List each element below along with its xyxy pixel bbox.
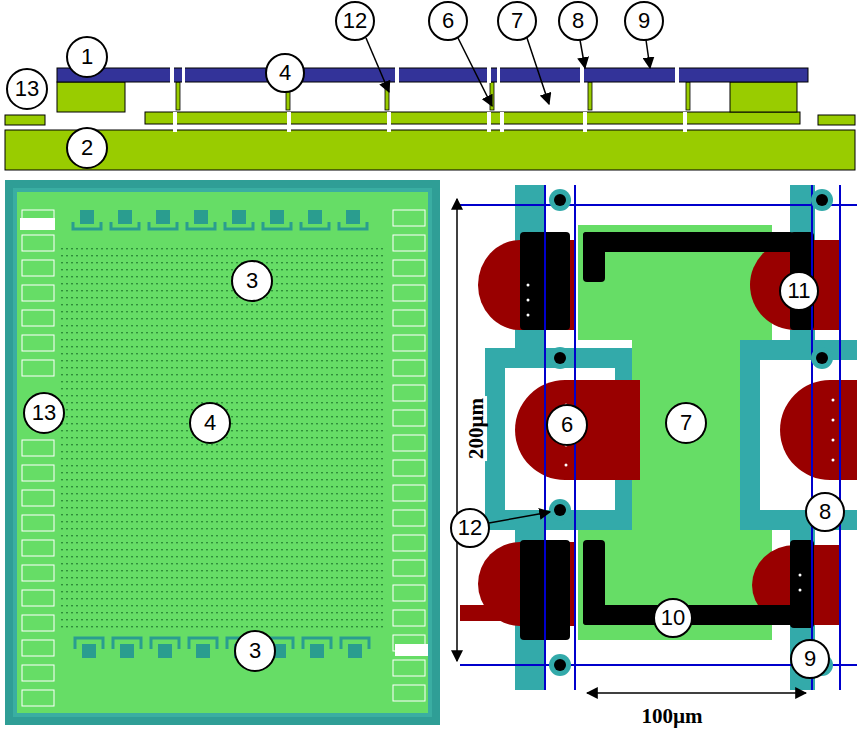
callout-number: 12 (450, 508, 490, 548)
callout-number: 4 (189, 402, 231, 444)
callout-number: 3 (231, 260, 273, 302)
dimension-label: 100µm (639, 706, 704, 727)
callout-label: 9 (804, 648, 816, 670)
callout-label: 8 (819, 501, 831, 523)
callout-label: 12 (343, 10, 367, 32)
callout-number: 11 (779, 271, 819, 311)
callout-number: 8 (805, 492, 845, 532)
callout-label: 9 (638, 10, 650, 32)
callout-label: 1 (81, 46, 93, 68)
callout-number: 10 (653, 598, 693, 638)
callout-number: 12 (335, 1, 375, 41)
callout-label: 4 (204, 412, 216, 434)
callout-label: 3 (246, 270, 258, 292)
callout-number: 6 (546, 404, 588, 446)
callout-label: 4 (279, 62, 291, 84)
callout-number: 4 (265, 53, 305, 93)
callout-number: 3 (234, 630, 276, 672)
callout-label: 8 (572, 10, 584, 32)
callout-label: 12 (458, 517, 482, 539)
callout-number: 13 (23, 392, 65, 434)
callout-number: 7 (665, 402, 707, 444)
callout-label: 7 (511, 10, 523, 32)
callout-number: 7 (497, 1, 537, 41)
callout-label: 10 (661, 607, 685, 629)
callout-number: 2 (66, 127, 108, 169)
callout-number: 9 (790, 639, 830, 679)
callout-label: 2 (81, 137, 93, 159)
callout-number: 9 (624, 1, 664, 41)
callout-number: 6 (428, 1, 468, 41)
pixel-view (457, 185, 857, 693)
callout-number: 8 (558, 1, 598, 41)
callout-number: 13 (6, 68, 48, 110)
callout-label: 13 (15, 78, 39, 100)
cross-section (5, 38, 855, 170)
callout-label: 3 (249, 640, 261, 662)
callout-number: 1 (66, 36, 108, 78)
callout-label: 11 (788, 280, 811, 302)
callout-label: 6 (442, 10, 454, 32)
callout-label: 13 (32, 402, 56, 424)
callout-label: 7 (680, 412, 692, 434)
dimension-label: 200µm (467, 395, 488, 460)
chip-view (5, 180, 440, 725)
callout-label: 6 (561, 414, 573, 436)
